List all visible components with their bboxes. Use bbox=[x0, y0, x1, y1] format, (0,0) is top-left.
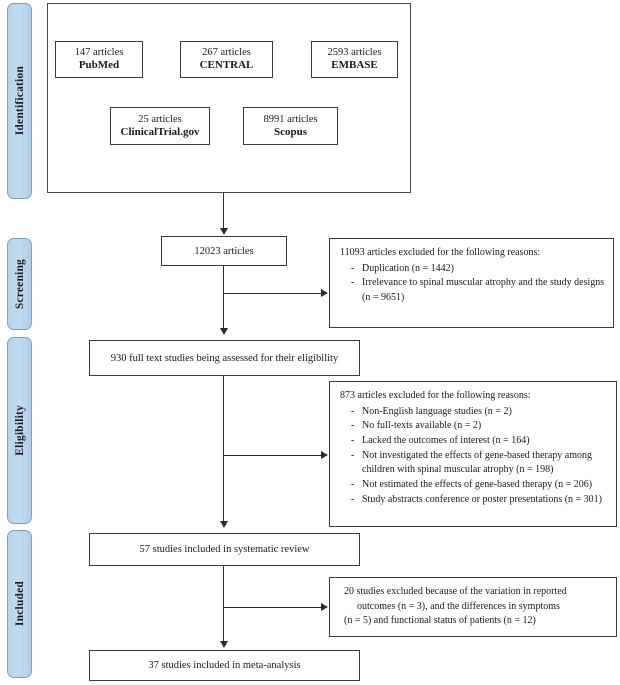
exclusion-list-eligibility: Non-English language studies (n = 2) No … bbox=[340, 405, 608, 508]
source-box-scopus: 8991 articles Scopus bbox=[243, 107, 338, 145]
arrowhead-screening-to-eligibility bbox=[220, 328, 228, 335]
exclusion-list-screening: Duplication (n = 1442) Irrelevance to sp… bbox=[340, 262, 605, 306]
source-name-scopus: Scopus bbox=[273, 125, 308, 138]
exclusion-line: outcomes (n = 3), and the differences in… bbox=[357, 600, 560, 612]
exclusion-reason: Not investigated the effects of gene-bas… bbox=[351, 449, 608, 478]
connector-identification-to-screening bbox=[223, 193, 224, 229]
connector-included-exclusion bbox=[223, 607, 322, 608]
source-name-pubmed: PubMed bbox=[78, 59, 120, 72]
exclusion-reason: Irrelevance to spinal muscular atrophy a… bbox=[351, 276, 605, 305]
source-box-clinicaltrial: 25 articles ClinicalTrial.gov bbox=[110, 107, 210, 145]
flow-box-records-identified: 12023 articles bbox=[161, 236, 287, 266]
connector-eligibility-down bbox=[223, 376, 224, 522]
connector-screening-down bbox=[223, 266, 224, 329]
source-box-central: 267 articles CENTRAL bbox=[180, 41, 273, 78]
exclusion-box-screening: 11093 articles excluded for the followin… bbox=[329, 238, 614, 328]
phase-bar-identification: Identification bbox=[7, 3, 32, 199]
source-count-scopus: 8991 articles bbox=[263, 113, 318, 125]
exclusion-reason: Duplication (n = 1442) bbox=[351, 262, 605, 277]
source-name-central: CENTRAL bbox=[199, 59, 254, 72]
exclusion-reason: Not estimated the effects of gene-based … bbox=[351, 478, 608, 493]
arrowhead-included-exclusion bbox=[321, 603, 328, 611]
phase-bar-included: Included bbox=[7, 530, 32, 678]
source-count-clinicaltrial: 25 articles bbox=[138, 113, 182, 125]
source-count-central: 267 articles bbox=[202, 47, 251, 59]
exclusion-text-included: 20 studies excluded because of the varia… bbox=[340, 585, 608, 629]
arrowhead-eligibility-to-included bbox=[220, 521, 228, 528]
phase-bar-screening: Screening bbox=[7, 238, 32, 330]
exclusion-heading-eligibility: 873 articles excluded for the following … bbox=[340, 390, 531, 401]
source-count-pubmed: 147 articles bbox=[74, 47, 124, 59]
flow-box-included-systematic-review: 57 studies included in systematic review bbox=[89, 533, 360, 566]
identification-container bbox=[47, 3, 411, 193]
source-box-pubmed: 147 articles PubMed bbox=[55, 41, 143, 78]
connector-screening-exclusion bbox=[223, 293, 322, 294]
arrowhead-eligibility-exclusion bbox=[321, 451, 328, 459]
exclusion-reason: No full-texts available (n = 2) bbox=[351, 419, 608, 434]
exclusion-reason: Non-English language studies (n = 2) bbox=[351, 405, 608, 420]
connector-included-down bbox=[223, 566, 224, 645]
exclusion-box-included: 20 studies excluded because of the varia… bbox=[329, 577, 617, 637]
arrowhead-identification-to-screening bbox=[220, 228, 228, 235]
source-name-embase: EMBASE bbox=[331, 59, 378, 72]
phase-label-identification: Identification bbox=[13, 66, 26, 136]
exclusion-line: 20 studies excluded because of the varia… bbox=[344, 586, 567, 597]
arrowhead-screening-exclusion bbox=[321, 289, 328, 297]
exclusion-reason: Study abstracts conference or poster pre… bbox=[351, 493, 608, 508]
exclusion-line: (n = 5) and functional status of patient… bbox=[344, 615, 536, 627]
phase-label-eligibility: Eligibility bbox=[13, 405, 26, 456]
phase-label-screening: Screening bbox=[13, 258, 26, 310]
source-box-embase: 2593 articles EMBASE bbox=[311, 41, 398, 78]
flow-box-included-meta-analysis: 37 studies included in meta-analysis bbox=[89, 650, 360, 681]
exclusion-box-eligibility: 873 articles excluded for the following … bbox=[329, 381, 617, 527]
source-count-embase: 2593 articles bbox=[327, 47, 382, 59]
exclusion-heading-screening: 11093 articles excluded for the followin… bbox=[340, 247, 541, 258]
phase-label-included: Included bbox=[13, 581, 26, 627]
flow-box-full-text-assessed: 930 full text studies being assessed for… bbox=[89, 340, 360, 376]
phase-bar-eligibility: Eligibility bbox=[7, 337, 32, 524]
connector-eligibility-exclusion bbox=[223, 455, 322, 456]
arrowhead-included-to-meta-analysis bbox=[220, 641, 228, 648]
source-name-clinicaltrial: ClinicalTrial.gov bbox=[120, 125, 200, 138]
exclusion-reason: Lacked the outcomes of interest (n = 164… bbox=[351, 434, 608, 449]
